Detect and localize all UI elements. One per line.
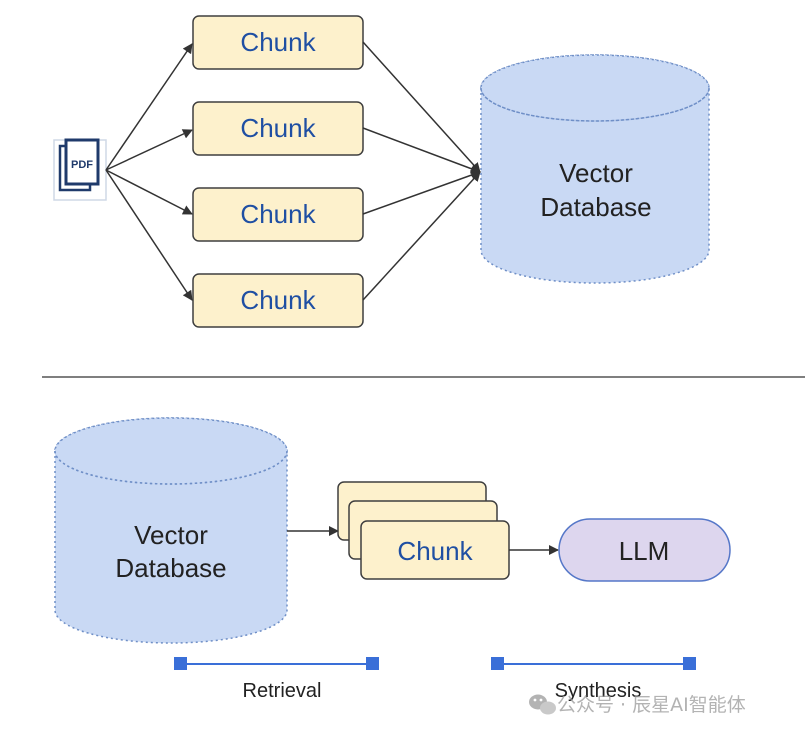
- retrieval-bar-start: [174, 657, 187, 670]
- chunk-label-2: Chunk: [240, 113, 316, 143]
- wechat-icon: [529, 694, 556, 715]
- pdf-to-chunk-arrows: [105, 43, 193, 301]
- arrow-pdf-chunk-1: [105, 43, 193, 171]
- watermark-text: 公众号 · 辰星AI智能体: [557, 694, 746, 716]
- chunk-box-3: Chunk: [192, 187, 364, 242]
- arrow-chunk-db-3: [362, 170, 481, 215]
- pdf-icon-label: PDF: [71, 159, 93, 171]
- database-top-line1: Vector: [559, 158, 633, 188]
- retrieval-bar-end: [366, 657, 379, 670]
- arrow-chunk-db-1: [362, 41, 481, 173]
- pdf-icon: PDF: [53, 138, 107, 201]
- arrow-pdf-chunk-2: [105, 129, 193, 171]
- arrow-chunk-db-2: [362, 127, 481, 174]
- chunk-label-1: Chunk: [240, 27, 316, 57]
- arrow-pdf-chunk-3: [105, 169, 193, 215]
- retrieval-bar: Retrieval: [174, 657, 379, 702]
- chunk-box-1: Chunk: [192, 15, 364, 70]
- chunk-label-4: Chunk: [240, 285, 316, 315]
- llm-label: LLM: [619, 536, 670, 566]
- synthesis-bar-start: [491, 657, 504, 670]
- database-bottom-line1: Vector: [134, 520, 208, 550]
- synthesis-bar: Synthesis: [491, 657, 696, 702]
- database-top-line2: Database: [540, 192, 651, 222]
- vector-database-bottom: Vector Database: [54, 417, 288, 644]
- watermark: 公众号 · 辰星AI智能体: [529, 694, 746, 716]
- database-bottom-line2: Database: [115, 553, 226, 583]
- vector-database-top: Vector Database: [480, 54, 710, 284]
- chunk-to-db-arrows: [362, 41, 481, 301]
- synthesis-bar-end: [683, 657, 696, 670]
- chunk-box-4: Chunk: [192, 273, 364, 328]
- arrow-chunk-db-4: [362, 171, 481, 301]
- chunk-stack-label: Chunk: [397, 536, 473, 566]
- synthesis-label: Synthesis: [555, 680, 642, 702]
- retrieval-label: Retrieval: [243, 680, 322, 702]
- chunk-stack: Chunk: [337, 481, 510, 580]
- llm-node: LLM: [558, 518, 731, 582]
- chunk-box-2: Chunk: [192, 101, 364, 156]
- chunk-label-3: Chunk: [240, 199, 316, 229]
- arrow-pdf-chunk-4: [105, 169, 193, 301]
